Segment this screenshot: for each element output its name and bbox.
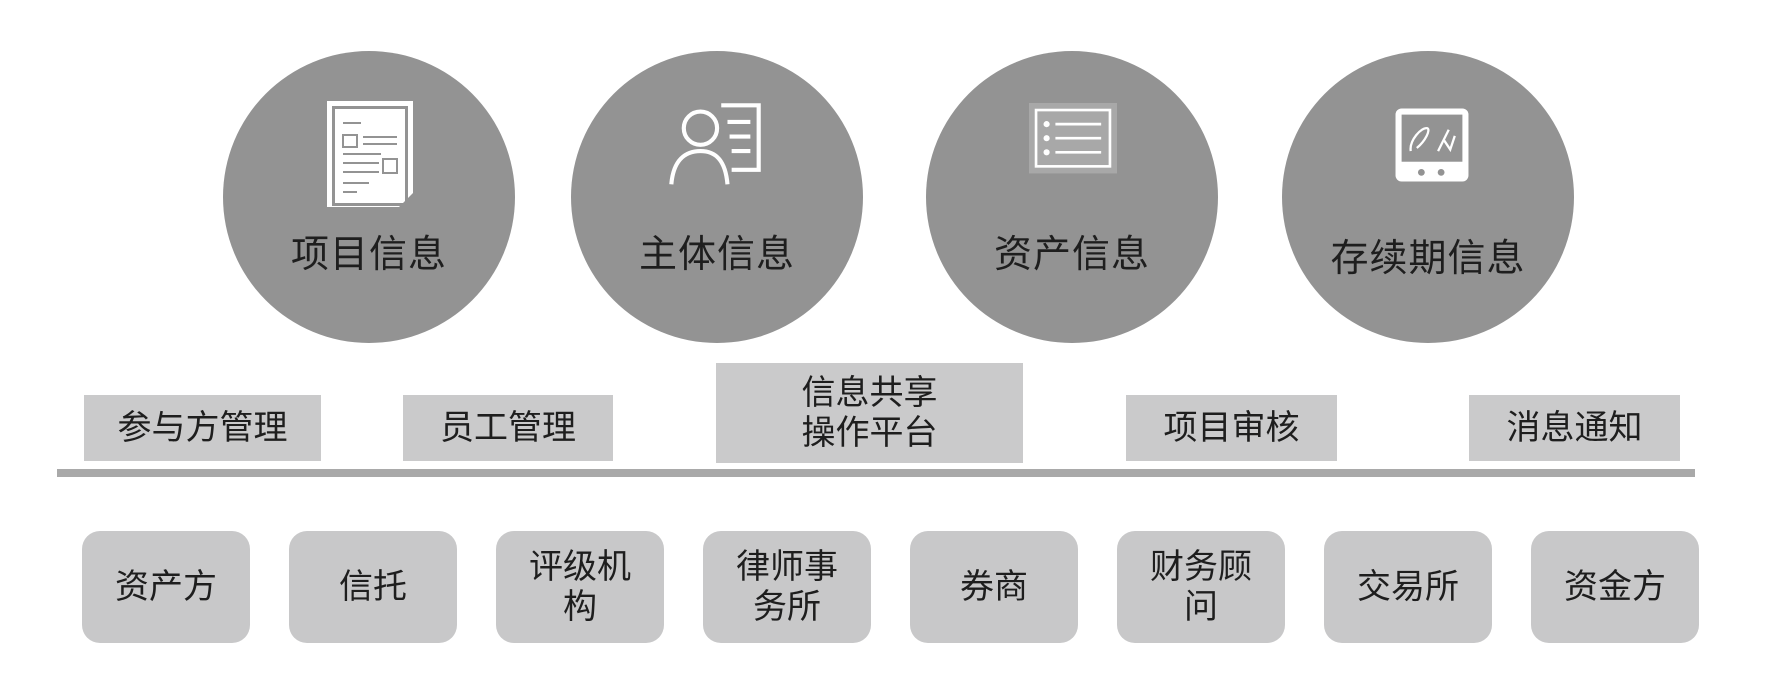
info-circle-asset: 资产信息 bbox=[926, 51, 1218, 343]
list-icon bbox=[1029, 103, 1117, 174]
module-label: 消息通知 bbox=[1506, 408, 1643, 448]
participant-law-firm[interactable]: 律师事 务所 bbox=[703, 531, 871, 643]
participant-trust[interactable]: 信托 bbox=[289, 531, 457, 643]
participant-label: 资金方 bbox=[1564, 567, 1666, 607]
info-circle-duration: 存续期信息 bbox=[1282, 51, 1574, 343]
participant-funding-side[interactable]: 资金方 bbox=[1531, 531, 1699, 643]
participant-label: 交易所 bbox=[1357, 567, 1459, 607]
divider-line bbox=[57, 469, 1695, 477]
info-circle-project: 项目信息 bbox=[223, 51, 515, 343]
participant-label: 资产方 bbox=[115, 567, 217, 607]
participant-label: 律师事 务所 bbox=[736, 547, 838, 627]
participant-label: 券商 bbox=[960, 567, 1028, 607]
module-label: 项目审核 bbox=[1163, 408, 1300, 448]
module-staff-management[interactable]: 员工管理 bbox=[403, 395, 613, 461]
info-label-project: 项目信息 bbox=[290, 232, 447, 276]
participant-financial-advisor[interactable]: 财务顾 问 bbox=[1117, 531, 1285, 643]
module-participant-management[interactable]: 参与方管理 bbox=[84, 395, 321, 461]
participant-asset-side[interactable]: 资产方 bbox=[82, 531, 250, 643]
participant-label: 财务顾 问 bbox=[1150, 547, 1252, 627]
participant-exchange[interactable]: 交易所 bbox=[1324, 531, 1492, 643]
module-label: 参与方管理 bbox=[117, 408, 288, 448]
info-label-entity: 主体信息 bbox=[638, 232, 795, 276]
info-label-duration: 存续期信息 bbox=[1330, 236, 1526, 280]
participant-label: 评级机 构 bbox=[529, 547, 631, 627]
info-label-asset: 资产信息 bbox=[993, 232, 1150, 276]
module-info-sharing-platform[interactable]: 信息共享 操作平台 bbox=[716, 363, 1023, 463]
participant-label: 信托 bbox=[339, 567, 407, 607]
tablet-chart-icon bbox=[1395, 108, 1469, 182]
participant-rating-agency[interactable]: 评级机 构 bbox=[496, 531, 664, 643]
participant-securities-broker[interactable]: 券商 bbox=[910, 531, 1078, 643]
module-message-notification[interactable]: 消息通知 bbox=[1469, 395, 1680, 461]
info-circle-entity: 主体信息 bbox=[571, 51, 863, 343]
document-icon bbox=[327, 101, 413, 207]
contact-card-icon bbox=[669, 103, 761, 185]
module-label: 信息共享 操作平台 bbox=[801, 373, 938, 453]
module-label: 员工管理 bbox=[440, 408, 576, 448]
module-project-review[interactable]: 项目审核 bbox=[1126, 395, 1337, 461]
